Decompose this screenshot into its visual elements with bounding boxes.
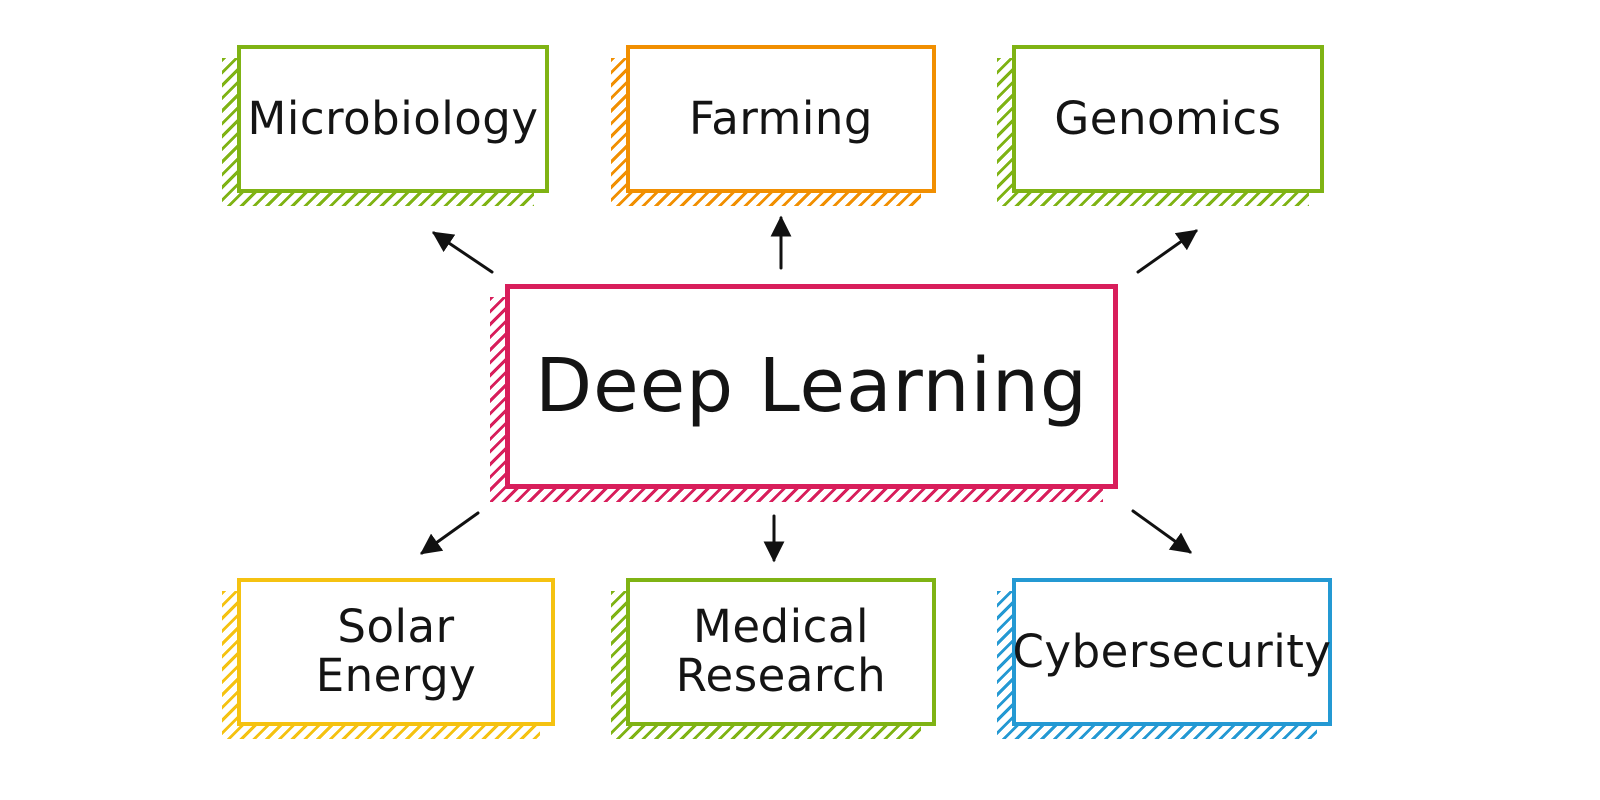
node-cybersecurity-face: Cybersecurity xyxy=(1012,578,1332,726)
node-cybersecurity: Cybersecurity xyxy=(997,578,1332,739)
arrow-center-to-microbiology xyxy=(432,231,494,274)
node-microbiology-face: Microbiology xyxy=(237,45,549,193)
node-medical-research: Medical Research xyxy=(611,578,936,739)
node-genomics: Genomics xyxy=(997,45,1324,206)
node-deep-learning-face: Deep Learning xyxy=(505,284,1118,489)
arrow-center-to-cybersecurity xyxy=(1131,509,1192,554)
node-solar-energy: Solar Energy xyxy=(222,578,555,739)
node-farming-label: Farming xyxy=(689,91,873,145)
node-medical-research-label: Medical Research xyxy=(675,600,887,702)
arrow-center-to-genomics xyxy=(1136,229,1198,274)
node-farming: Farming xyxy=(611,45,936,206)
node-microbiology: Microbiology xyxy=(222,45,549,206)
node-farming-face: Farming xyxy=(626,45,936,193)
arrow-center-to-solar-energy xyxy=(420,511,480,555)
node-solar-energy-face: Solar Energy xyxy=(237,578,555,726)
node-medical-research-face: Medical Research xyxy=(626,578,936,726)
node-genomics-face: Genomics xyxy=(1012,45,1324,193)
node-cybersecurity-label: Cybersecurity xyxy=(1012,624,1332,678)
node-solar-energy-label: Solar Energy xyxy=(315,600,477,702)
node-deep-learning: Deep Learning xyxy=(490,284,1118,502)
node-microbiology-label: Microbiology xyxy=(247,91,539,145)
node-deep-learning-label: Deep Learning xyxy=(535,342,1088,429)
node-genomics-label: Genomics xyxy=(1054,91,1282,145)
